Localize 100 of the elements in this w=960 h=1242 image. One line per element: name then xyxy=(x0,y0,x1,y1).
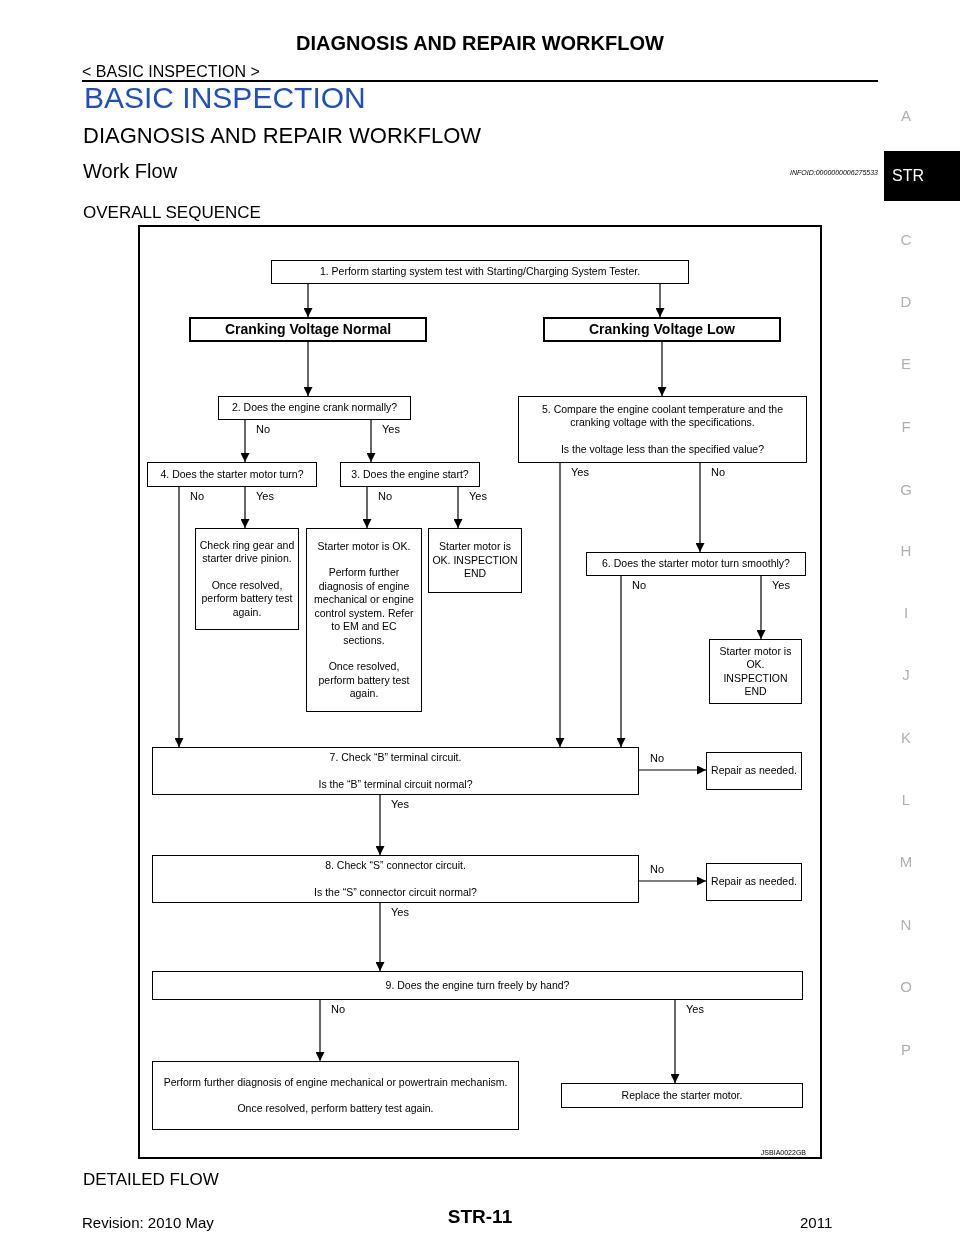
process-box xyxy=(271,260,689,284)
arrow xyxy=(756,575,766,640)
process-box xyxy=(706,752,802,790)
edge-label: Yes xyxy=(570,466,590,479)
section-tab-letter: I xyxy=(902,603,910,623)
arrow xyxy=(174,486,184,748)
box-text: 2. Does the engine crank normally? xyxy=(231,401,398,415)
process-box xyxy=(147,462,317,487)
edge-label: No xyxy=(255,423,272,436)
arrow xyxy=(657,341,667,397)
page-number: STR-11 xyxy=(447,1205,513,1229)
edge-label: Yes xyxy=(685,1003,705,1016)
subheading: OVERALL SEQUENCE xyxy=(83,202,261,224)
arrow xyxy=(655,283,665,318)
section-tab-letter: C xyxy=(899,230,913,250)
edge-label: Yes xyxy=(390,906,410,919)
edge-label: No xyxy=(631,579,648,592)
section-tab-letter: N xyxy=(899,915,913,935)
footer-model-year: 2011 xyxy=(800,1213,833,1233)
box-text: 9. Does the engine turn freely by hand? xyxy=(385,978,570,993)
section-tab-letter: P xyxy=(900,1040,912,1060)
process-box xyxy=(709,639,802,704)
subheading: DETAILED FLOW xyxy=(83,1169,219,1191)
box-text: 7. Check “B” terminal circuit. xyxy=(329,751,462,765)
box-text: Cranking Voltage Low xyxy=(589,320,735,339)
box-text: Starter motor is OK. xyxy=(317,539,411,553)
box-text: 5. Compare the engine coolant temperature and the cranking voltage with the specifications. xyxy=(540,402,785,430)
edge-label: Yes xyxy=(468,490,488,503)
arrow xyxy=(375,902,385,972)
arrow xyxy=(616,575,626,748)
arrow xyxy=(638,876,707,886)
box-text: Cranking Voltage Normal xyxy=(224,320,392,339)
arrow xyxy=(375,794,385,856)
section-tab-letter: O xyxy=(899,977,913,997)
box-text: Starter motor is OK. INSPECTION END xyxy=(718,644,793,699)
page-title: DIAGNOSIS AND REPAIR WORKFLOW xyxy=(296,31,664,55)
process-box xyxy=(306,528,422,712)
box-text: 8. Check “S” connector circuit. xyxy=(325,859,466,873)
box-text: Replace the starter motor. xyxy=(621,1088,743,1103)
box-text: Is the voltage less than the specified value? xyxy=(560,442,765,457)
process-box xyxy=(152,971,803,1000)
box-text: Starter motor is OK. INSPECTION END xyxy=(432,540,518,581)
edge-label: No xyxy=(189,490,206,503)
process-box xyxy=(152,747,639,795)
box-text: Perform further diagnosis of engine mechanical or powertrain mechanism. xyxy=(163,1075,508,1089)
edge-label: No xyxy=(649,752,666,765)
edge-label: Yes xyxy=(255,490,275,503)
box-text: Repair as needed. xyxy=(711,875,797,889)
section-tab-letter: L xyxy=(900,790,912,810)
edge-label: Yes xyxy=(381,423,401,436)
edge-label: Yes xyxy=(390,798,410,811)
section-heading: BASIC INSPECTION xyxy=(84,80,366,116)
arrow xyxy=(638,765,707,775)
process-box xyxy=(195,528,299,630)
process-box xyxy=(152,1061,519,1130)
box-text: Repair as needed. xyxy=(711,764,797,778)
breadcrumb: < BASIC INSPECTION > xyxy=(82,62,260,82)
process-box xyxy=(152,855,639,903)
box-text: Check ring gear and starter drive pinion. xyxy=(199,538,295,566)
footer-revision: Revision: 2010 May xyxy=(82,1213,214,1233)
box-text: 6. Does the starter motor turn smoothly? xyxy=(602,557,790,571)
section-tab-letter: H xyxy=(899,541,913,561)
process-box xyxy=(518,396,807,463)
edge-label: No xyxy=(377,490,394,503)
section-tab-letter: M xyxy=(898,852,914,872)
process-box xyxy=(218,396,411,420)
arrow xyxy=(453,486,463,529)
subheading: DIAGNOSIS AND REPAIR WORKFLOW xyxy=(83,122,482,150)
section-tab-letter: K xyxy=(900,728,912,748)
box-text: Once resolved, perform battery test again. xyxy=(317,660,411,701)
arrow xyxy=(362,486,372,529)
arrow xyxy=(366,419,376,463)
subheading: Work Flow xyxy=(83,159,178,184)
box-text: Once resolved, perform battery test again. xyxy=(237,1102,434,1116)
arrow xyxy=(303,341,313,397)
process-box xyxy=(561,1083,803,1108)
section-tab-letter: E xyxy=(900,354,912,374)
arrow xyxy=(315,999,325,1062)
edge-label: No xyxy=(649,863,666,876)
process-box xyxy=(340,462,480,487)
arrow xyxy=(695,462,705,553)
edge-label: No xyxy=(330,1003,347,1016)
box-text: Once resolved, perform battery test again. xyxy=(200,578,294,620)
box-text: Is the “S” connector circuit normal? xyxy=(314,885,477,899)
box-text: 4. Does the starter motor turn? xyxy=(160,467,304,482)
arrow xyxy=(240,419,250,463)
process-box xyxy=(586,552,806,576)
box-text: Is the “B” terminal circuit normal? xyxy=(318,777,473,791)
edge-label: Yes xyxy=(771,579,791,592)
box-text: 3. Does the engine start? xyxy=(351,467,469,482)
result-box xyxy=(543,317,781,342)
section-tab-letter: F xyxy=(900,417,912,437)
section-tab-letter: G xyxy=(899,480,913,500)
box-text: Perform further diagnosis of engine mechanical or engine control system. Refer to EM and EC sections. xyxy=(313,566,415,647)
arrow xyxy=(240,486,250,529)
section-tab-letter: A xyxy=(900,106,912,126)
arrow xyxy=(555,462,565,748)
arrow xyxy=(670,999,680,1084)
section-tab: STR xyxy=(884,151,960,201)
process-box xyxy=(428,528,522,593)
